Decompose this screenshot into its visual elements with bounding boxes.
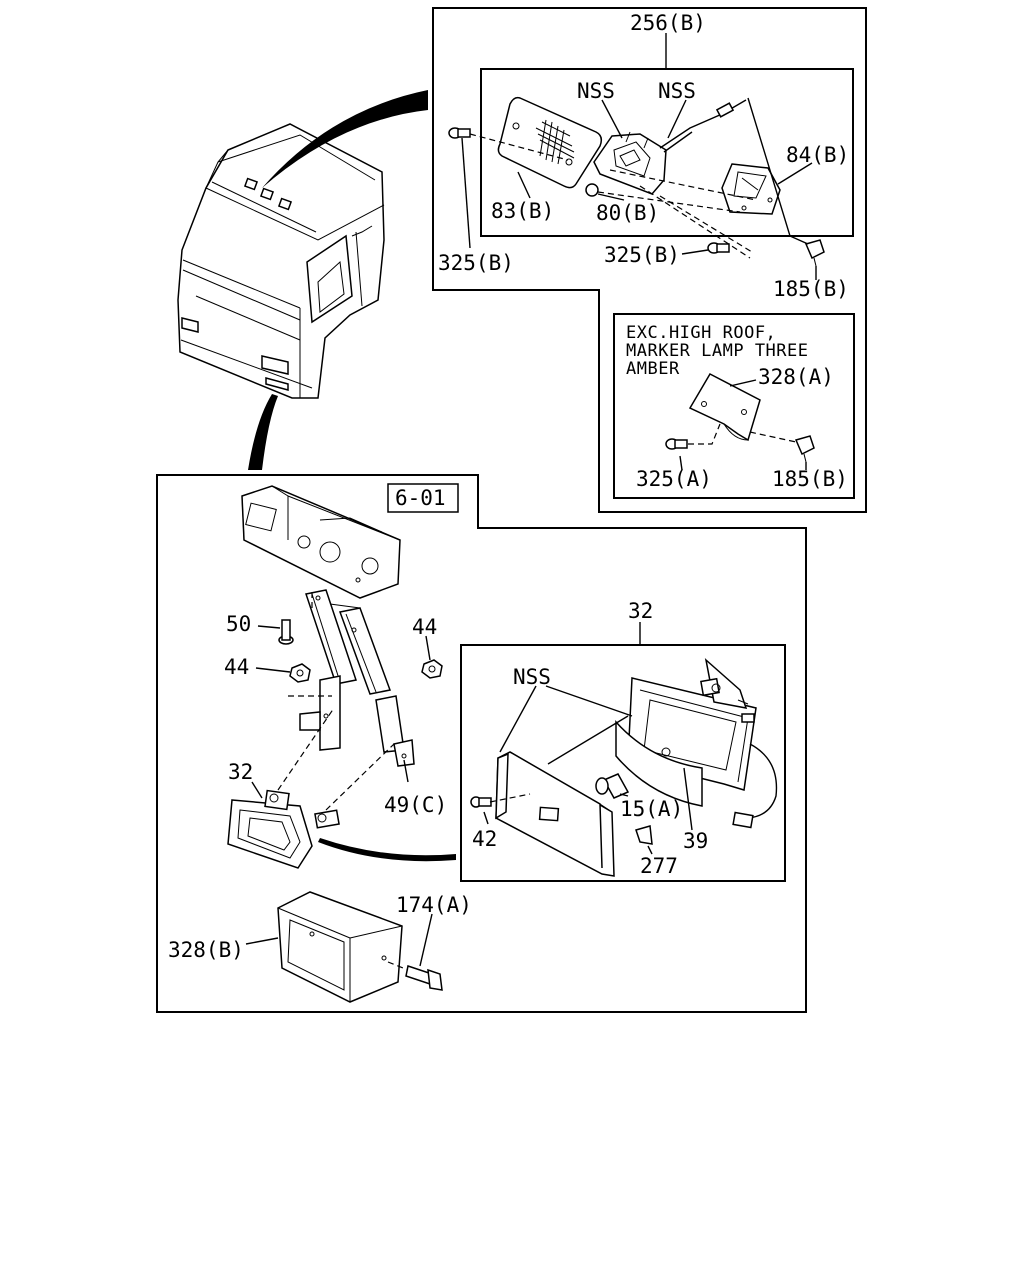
label-15a: 15(A) <box>620 797 683 821</box>
label-256b: 256(B) <box>630 11 706 35</box>
label-49c: 49(C) <box>384 793 447 817</box>
label-nss-lamp: NSS <box>513 665 551 689</box>
bulb-80b <box>585 183 599 197</box>
screw-42 <box>470 796 492 808</box>
label-325b-right: 325(B) <box>604 243 680 267</box>
label-84b: 84(B) <box>786 143 849 167</box>
lamp-reflector-39 <box>615 720 703 807</box>
marker-cover-328a <box>688 373 761 442</box>
roof-marker-subassembly-box <box>480 68 854 237</box>
roof-leader-lines <box>461 33 817 280</box>
fog-lamp-panel-frame <box>156 474 807 1013</box>
screw-325b-right <box>707 242 730 254</box>
marker-wire-harness <box>659 99 747 153</box>
label-50: 50 <box>226 612 251 636</box>
clip-185b-inset <box>794 435 815 463</box>
marker-housing <box>593 131 667 195</box>
truck-cab-illustration <box>177 123 385 399</box>
screw-325a <box>665 438 688 450</box>
label-44-right: 44 <box>412 615 437 639</box>
inset-note-line2: MARKER LAMP THREE <box>626 341 809 361</box>
label-328b: 328(B) <box>168 938 244 962</box>
fog-lamp-lens-42-side <box>495 751 615 877</box>
roof-assembly-lines <box>469 97 809 259</box>
label-277: 277 <box>640 854 678 878</box>
label-32-assembly: 32 <box>628 599 653 623</box>
bumper-connection-wedge <box>248 394 278 470</box>
label-6-01: 6-01 <box>395 486 446 510</box>
fog-lamp-32-small <box>227 789 340 869</box>
label-39: 39 <box>683 829 708 853</box>
inset-note-line1: EXC.HIGH ROOF, <box>626 323 776 343</box>
cover-leader-lines <box>245 913 433 971</box>
lamp-assembly-lines <box>251 707 395 811</box>
inset-leader-lines <box>679 379 807 471</box>
label-83b: 83(B) <box>491 199 554 223</box>
label-325a: 325(A) <box>636 467 712 491</box>
marker-lens-83b <box>497 96 603 189</box>
label-nss-right: NSS <box>658 79 696 103</box>
lamp-mount-bracket <box>700 657 755 723</box>
marker-gasket-84b <box>721 163 781 215</box>
lamp-wire <box>732 743 778 829</box>
nut-44-left <box>289 663 311 683</box>
label-nss-left: NSS <box>577 79 615 103</box>
bolt-174a <box>405 965 443 991</box>
roof-connection-wedge <box>262 90 428 188</box>
screw-325b-left <box>448 127 471 139</box>
label-80b: 80(B) <box>596 201 659 225</box>
label-185b-top: 185(B) <box>773 277 849 301</box>
high-roof-inset-box <box>613 313 855 499</box>
clip-185b-top <box>804 239 825 267</box>
fog-lamp-detail-box <box>460 644 786 882</box>
bolt-50 <box>278 619 294 645</box>
label-325b-left: 325(B) <box>438 251 514 275</box>
bumper-reinforcement <box>241 485 401 599</box>
fog-lamp-bracket-right <box>329 603 415 767</box>
label-174a: 174(A) <box>396 893 472 917</box>
roof-marker-panel-frame <box>432 7 867 513</box>
lamp-detail-connection-wedge <box>318 838 456 862</box>
label-328a: 328(A) <box>758 365 834 389</box>
label-44-left: 44 <box>224 655 249 679</box>
lamp-detail-leader-lines <box>483 622 693 855</box>
label-185b-inset: 185(B) <box>772 467 848 491</box>
label-42: 42 <box>472 827 497 851</box>
clip-277 <box>635 825 653 845</box>
inset-note-line3: AMBER <box>626 359 680 379</box>
label-32-lamp: 32 <box>228 760 253 784</box>
bulb-15a <box>595 773 630 799</box>
bracket-leader-lines <box>255 590 431 783</box>
nut-44-right <box>421 659 443 679</box>
lamp-cover-328b <box>277 891 403 1003</box>
section-reference-box <box>387 483 459 513</box>
